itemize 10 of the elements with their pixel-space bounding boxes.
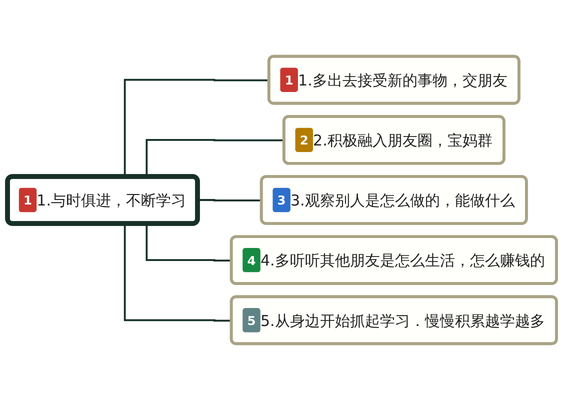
priority-number: 4 — [247, 254, 256, 269]
priority-number: 3 — [277, 194, 286, 208]
connector — [124, 78, 270, 177]
connector — [124, 224, 232, 322]
priority-number: 1 — [284, 74, 294, 88]
priority-number: 5 — [247, 314, 256, 329]
connector — [146, 138, 284, 177]
priority-number: 1 — [23, 194, 32, 208]
priority-number: 2 — [300, 134, 308, 148]
connector — [146, 224, 232, 262]
